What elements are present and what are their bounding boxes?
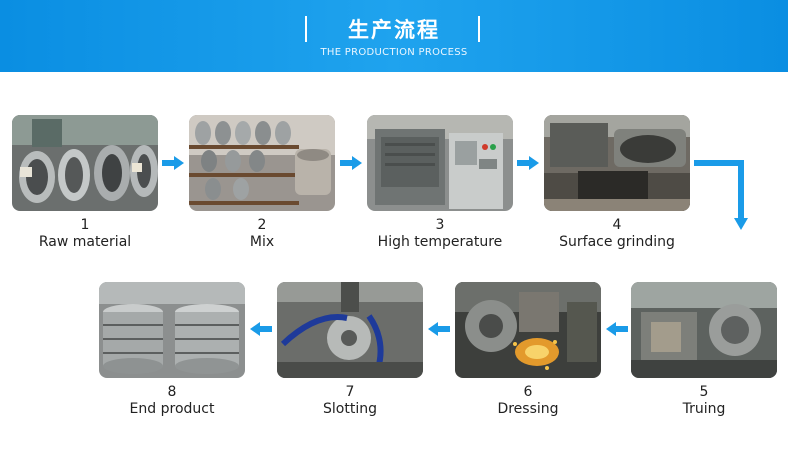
step-label: Slotting [323, 401, 377, 417]
step-number: 5 [699, 384, 709, 400]
page-subtitle: THE PRODUCTION PROCESS [320, 47, 468, 58]
step-label: End product [129, 401, 215, 417]
step-photo-dressing [455, 282, 601, 378]
divider-right [478, 16, 480, 42]
step-6: 6 Dressing [455, 282, 601, 418]
arrow-right-icon [340, 156, 362, 170]
divider-left [305, 16, 307, 42]
step-photo-raw-material [12, 115, 158, 211]
step-label: Raw material [38, 234, 132, 250]
step-number: 6 [523, 384, 533, 400]
step-8: 8 End product [99, 282, 245, 418]
step-number: 2 [257, 217, 267, 233]
step-photo-end-product [99, 282, 245, 378]
step-label: Mix [249, 234, 275, 250]
step-label: Truing [682, 401, 726, 417]
step-photo-mix [189, 115, 335, 211]
header-banner: 生产流程 THE PRODUCTION PROCESS [0, 0, 788, 72]
step-label: Dressing [497, 401, 559, 417]
step-7: 7 Slotting [277, 282, 423, 418]
arrow-right-icon [517, 156, 539, 170]
step-label: High temperature [377, 234, 503, 250]
step-label: Surface grinding [559, 234, 675, 250]
step-number: 3 [435, 217, 445, 233]
arrow-left-icon [250, 322, 272, 336]
arrow-right-icon [162, 156, 184, 170]
step-photo-surface-grinding [544, 115, 690, 211]
step-2: 2 Mix [189, 115, 335, 251]
step-photo-truing [631, 282, 777, 378]
page-title: 生产流程 [348, 18, 440, 42]
arrow-left-icon [428, 322, 450, 336]
step-number: 7 [345, 384, 355, 400]
step-number: 1 [80, 217, 90, 233]
step-number: 8 [167, 384, 177, 400]
step-number: 4 [612, 217, 622, 233]
step-photo-slotting [277, 282, 423, 378]
step-photo-high-temperature [367, 115, 513, 211]
step-1: 1 Raw material [12, 115, 158, 251]
step-3: 3 High temperature [367, 115, 513, 251]
step-5: 5 Truing [631, 282, 777, 418]
arrow-turn-down-icon [694, 160, 748, 230]
arrow-left-icon [606, 322, 628, 336]
step-4: 4 Surface grinding [544, 115, 690, 251]
